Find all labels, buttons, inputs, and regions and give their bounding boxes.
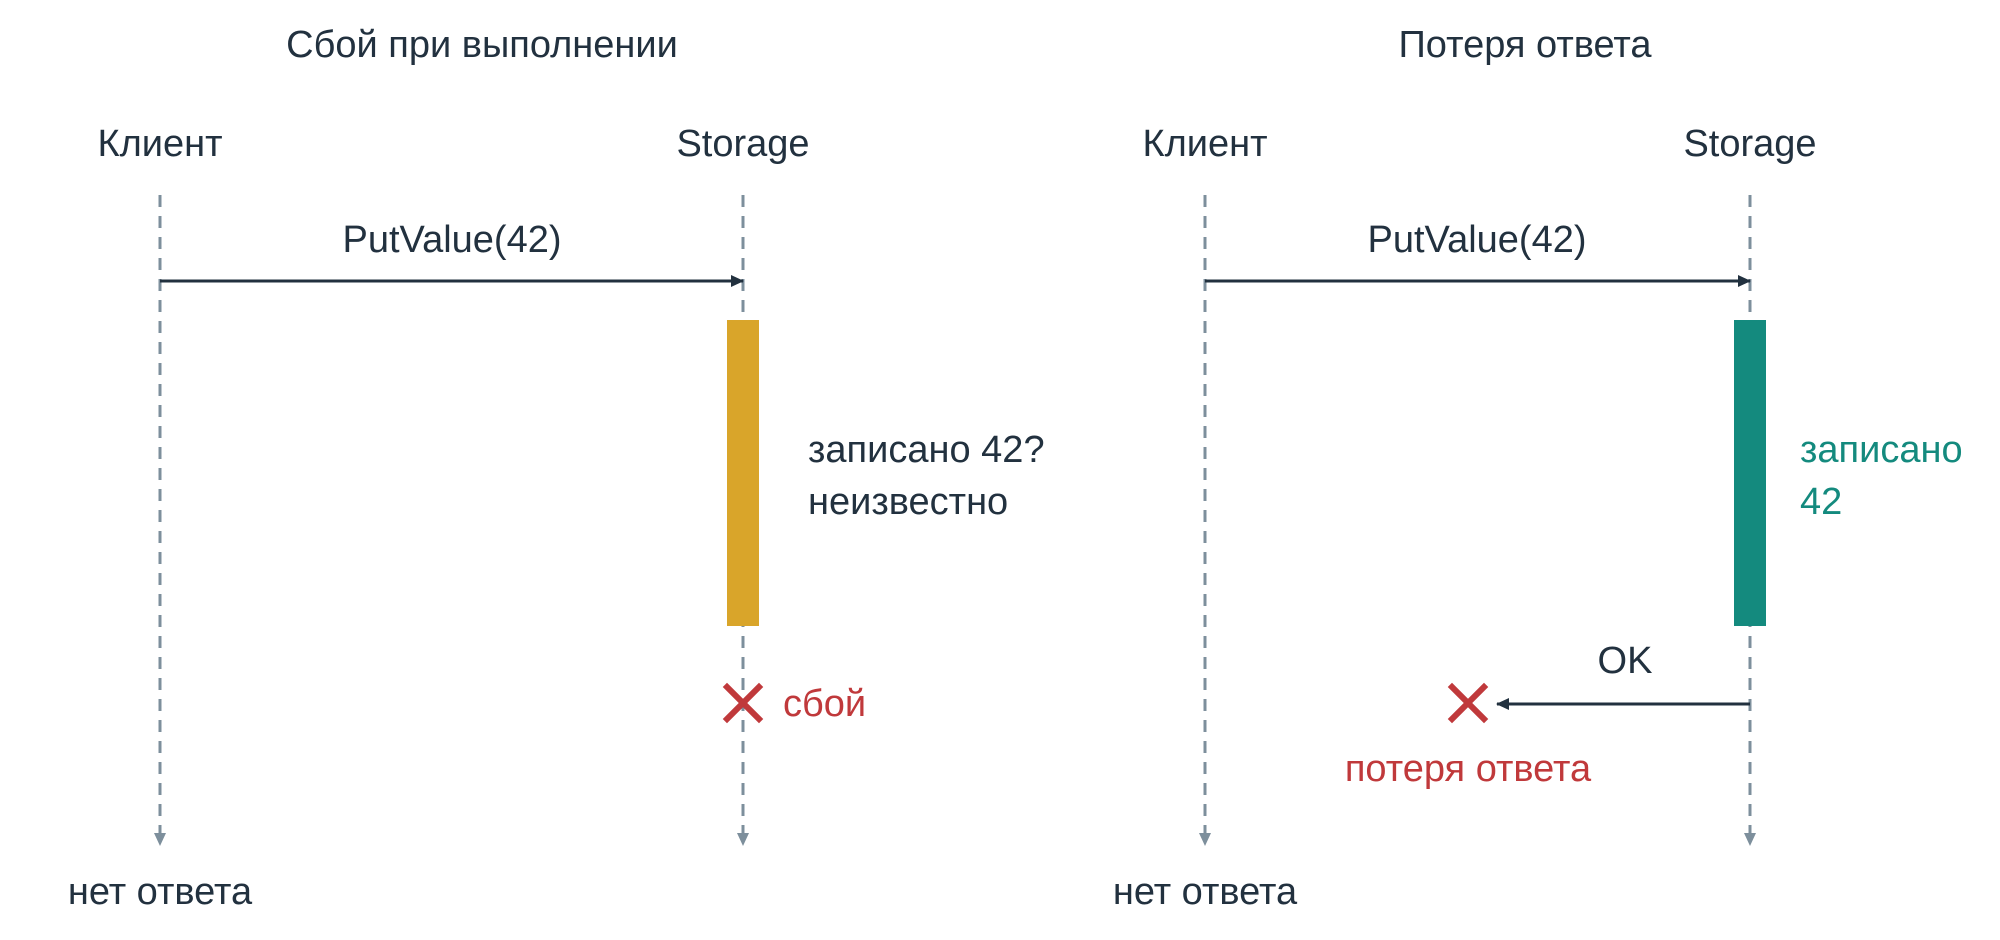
- right-actor-client: Клиент: [1142, 123, 1268, 165]
- right-client-result: нет ответа: [1112, 871, 1298, 913]
- left-activation-bar: [727, 320, 759, 626]
- right-state-note-line1: записано: [1800, 429, 1963, 471]
- right-actor-storage: Storage: [1683, 123, 1817, 165]
- right-panel-title: Потеря ответа: [1398, 24, 1652, 66]
- right-loss-cross-icon: [1447, 682, 1489, 724]
- left-failure-label: сбой: [783, 683, 867, 725]
- right-state-note-line2: 42: [1800, 481, 1843, 523]
- right-state-note: записано 42: [1800, 424, 1963, 528]
- left-actor-client: Клиент: [97, 123, 223, 165]
- left-state-note: записано 42? неизвестно: [808, 424, 1045, 528]
- left-state-note-line2: неизвестно: [808, 481, 1009, 523]
- right-activation-bar: [1734, 320, 1766, 626]
- left-request-label: PutValue(42): [342, 219, 562, 261]
- right-response-label: OK: [1597, 640, 1653, 682]
- left-actor-storage: Storage: [676, 123, 810, 165]
- left-client-result: нет ответа: [67, 871, 253, 913]
- left-failure-cross-icon: [722, 682, 764, 724]
- left-state-note-line1: записано 42?: [808, 429, 1045, 471]
- left-panel-title: Сбой при выполнении: [286, 24, 678, 66]
- right-request-label: PutValue(42): [1367, 219, 1587, 261]
- right-loss-label: потеря ответа: [1344, 748, 1592, 790]
